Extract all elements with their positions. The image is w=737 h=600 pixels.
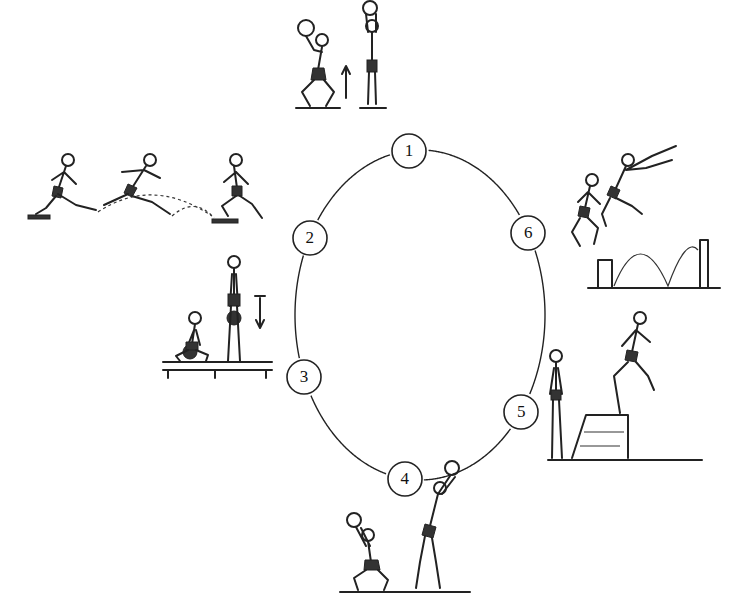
station-four-figures: [416, 536, 440, 588]
station-three-figures: [228, 256, 240, 268]
station-two-figures: [104, 194, 170, 214]
station-six-figures: [700, 240, 708, 288]
station-six-figures: [598, 260, 612, 288]
circle-shape: [388, 462, 422, 496]
station-six-figures: [607, 186, 620, 199]
station-four-figures: [347, 513, 361, 527]
station-five-figures: [614, 362, 654, 413]
station-circle: 1: [391, 133, 427, 169]
station-three-figures: [228, 294, 240, 306]
station-three-figures: [163, 256, 272, 378]
circuit-line: [429, 150, 520, 215]
station-one-figures: [316, 34, 328, 46]
station-number: 4: [401, 469, 410, 489]
station-four-figures: [354, 570, 388, 590]
station-circle: 4: [387, 461, 423, 497]
station-six-figures: [578, 206, 590, 218]
station-two-figures: [232, 186, 242, 196]
station-one-figures: [366, 14, 376, 60]
station-number: 6: [524, 223, 533, 243]
station-five-figures: [550, 350, 562, 362]
station-number: 2: [305, 228, 314, 248]
circle-shape: [287, 360, 321, 394]
circle-shape: [504, 395, 538, 429]
station-five-figures: [550, 362, 562, 394]
station-three-figures: [186, 342, 198, 350]
circuit-line: [318, 155, 390, 220]
station-one-figures: [298, 20, 314, 36]
station-five-figures: [551, 390, 561, 400]
station-circle: 5: [503, 394, 539, 430]
station-four-figures: [340, 591, 470, 593]
station-two-figures: [230, 154, 242, 166]
station-three-figures: [255, 296, 265, 328]
station-two-figures: [224, 166, 248, 188]
circuit-line: [295, 256, 303, 359]
station-one-figures: [363, 1, 377, 15]
station-one-figures: [306, 36, 322, 70]
station-six-figures: [572, 146, 720, 288]
station-two-figures: [172, 206, 214, 218]
station-five-figures: [552, 400, 562, 458]
station-two-figures: [98, 195, 212, 216]
station-circle: 3: [286, 359, 322, 395]
station-number: 1: [405, 141, 414, 161]
station-four-figures: [356, 527, 371, 562]
station-circle: 2: [292, 220, 328, 256]
station-one-figures: [342, 66, 350, 98]
station-one-figures: [360, 107, 386, 109]
station-six-figures: [614, 247, 698, 286]
station-circle: 6: [510, 215, 546, 251]
station-six-figures: [578, 186, 600, 208]
station-five-figures: [572, 415, 628, 458]
station-two-figures: [62, 154, 74, 166]
station-one-figures: [296, 107, 340, 109]
station-five-figures: [548, 459, 702, 461]
station-three-figures: [228, 306, 240, 361]
station-six-figures: [586, 174, 598, 186]
station-five-figures: [622, 324, 650, 352]
station-five-figures: [634, 312, 646, 324]
station-four-figures: [364, 560, 380, 570]
circuit-line: [424, 429, 511, 480]
circle-shape: [392, 134, 426, 168]
station-six-figures: [572, 218, 598, 246]
circuit-line: [530, 251, 545, 394]
station-one-figures: [302, 80, 334, 106]
station-two-figures: [144, 154, 156, 166]
station-five-figures: [548, 312, 702, 460]
station-two-figures: [212, 219, 238, 223]
station-two-figures: [36, 194, 96, 214]
station-one-figures: [296, 1, 386, 108]
circuit-line: [311, 396, 386, 474]
station-two-figures: [28, 154, 262, 223]
station-two-figures: [222, 196, 262, 218]
circle-shape: [511, 216, 545, 250]
station-number: 3: [300, 367, 309, 387]
station-six-figures: [616, 146, 676, 188]
station-four-figures: [430, 476, 455, 526]
station-four-figures: [340, 461, 470, 592]
station-three-figures: [163, 362, 272, 378]
station-five-figures: [625, 350, 638, 362]
station-six-figures: [602, 198, 642, 226]
station-one-figures: [368, 72, 376, 104]
station-one-figures: [311, 68, 326, 80]
station-number: 5: [517, 402, 526, 422]
station-six-figures: [622, 154, 634, 166]
station-one-figures: [367, 60, 377, 72]
station-three-figures: [189, 312, 201, 324]
station-two-figures: [28, 215, 50, 219]
station-three-figures: [176, 350, 208, 361]
station-five-figures: [580, 432, 624, 446]
circle-shape: [293, 221, 327, 255]
